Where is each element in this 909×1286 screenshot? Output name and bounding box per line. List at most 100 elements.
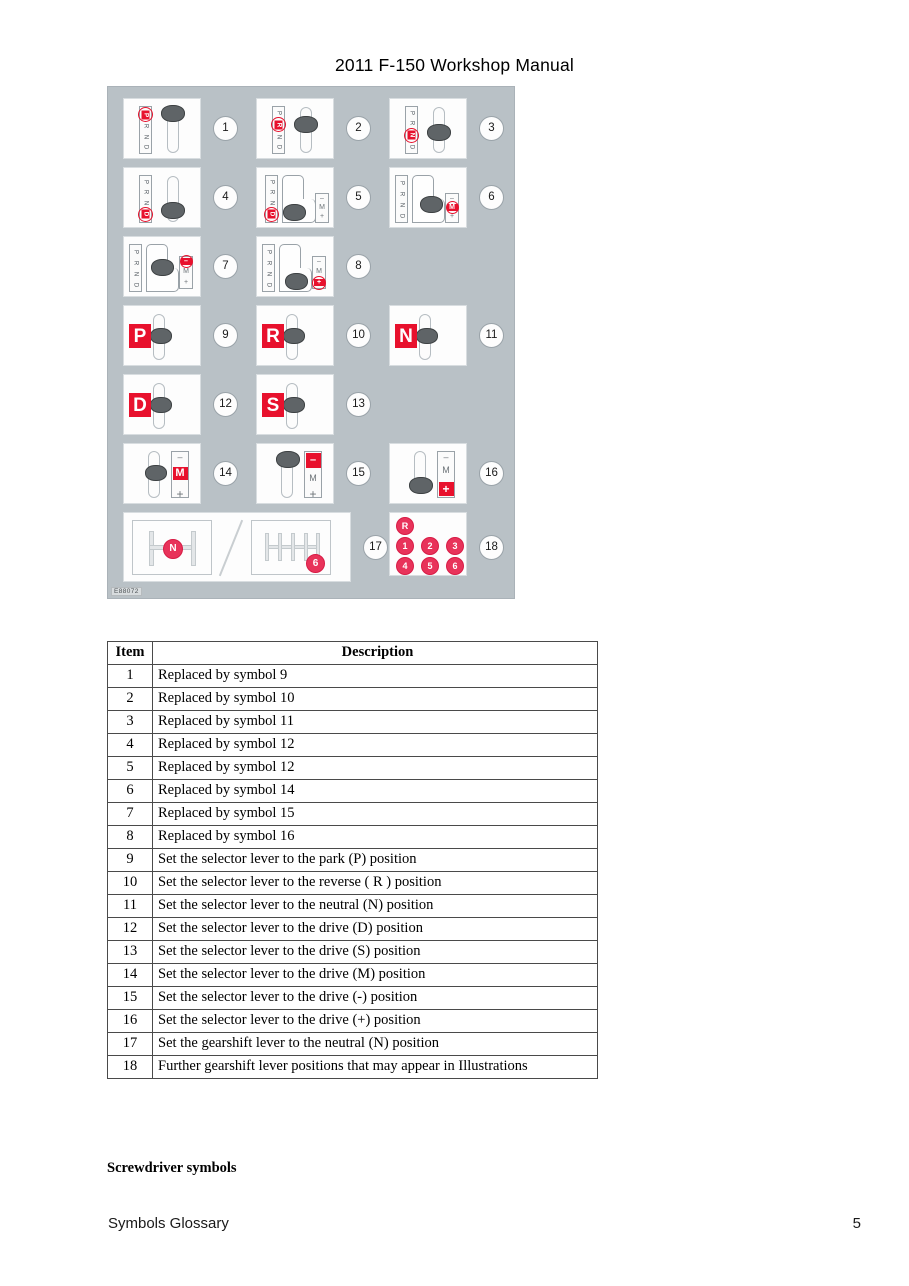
cell-description: Set the gearshift lever to the neutral (… (152, 1032, 598, 1056)
symbol-cell-2: P R N D (256, 98, 334, 159)
lever-knob (150, 397, 172, 413)
cell-description: Replaced by symbol 12 (152, 756, 598, 780)
callout-16: 16 (479, 461, 504, 486)
gear-badge-6: 6 (446, 557, 464, 575)
lever-knob (420, 196, 443, 213)
lever-knob (150, 328, 172, 344)
plus-symbol-icon: + (176, 487, 184, 501)
minus-symbol-icon: – (320, 195, 324, 202)
callout-10: 10 (346, 323, 371, 348)
callout-17: 17 (363, 535, 388, 560)
gate-strip: P R N D (271, 106, 286, 154)
callout-8: 8 (346, 254, 371, 279)
manual-symbol-icon: M (319, 203, 325, 211)
callout-14: 14 (213, 461, 238, 486)
manual-symbol-icon: M (309, 472, 317, 483)
symbol-cell-12: D (123, 374, 201, 435)
cell-description: Replaced by symbol 12 (152, 733, 598, 757)
cell-item: 13 (107, 940, 153, 964)
gate-letter-n: N (132, 271, 139, 276)
manual-mode-strip: – M + (171, 451, 189, 501)
gate-letter-r: R (142, 124, 149, 129)
gate-letter-highlight: R (271, 117, 286, 133)
cell-item: 10 (107, 871, 153, 895)
gate-letter-r: R (265, 260, 272, 265)
gate-line-vertical-right (191, 531, 196, 566)
manual-mode-strip: – M + (445, 193, 459, 223)
gate-strip: P R N D (138, 175, 153, 223)
separator-slash-icon (218, 519, 244, 577)
gate-letter-d: D (265, 282, 272, 287)
highlight-ring-icon (312, 276, 326, 290)
gear-letter-plate-s: S (262, 393, 284, 417)
lever-knob (145, 465, 167, 481)
gate-prong-2 (278, 533, 282, 561)
lever-knob (416, 328, 438, 344)
gate-letter-d: D (142, 144, 149, 150)
cell-item: 15 (107, 986, 153, 1010)
cell-description: Set the selector lever to the drive (-) … (152, 986, 598, 1010)
figure-id-label: E88072 (111, 587, 142, 596)
gate-strip: P R N D (138, 106, 153, 154)
gate-letter-n: N (275, 134, 282, 139)
highlight-ring-icon (271, 117, 286, 133)
gate-letter-highlight: D (264, 206, 279, 222)
gate-strip: P R N D (129, 244, 142, 292)
gear-badge-6: 6 (306, 554, 325, 573)
gate-strip: P R N D (262, 244, 275, 292)
gate-letter-p: P (398, 180, 405, 185)
cell-description: Set the selector lever to the neutral (N… (152, 894, 598, 918)
manual-mode-strip: – M + (315, 193, 329, 223)
gate-prong-3 (291, 533, 295, 561)
callout-18: 18 (479, 535, 504, 560)
callout-6: 6 (479, 185, 504, 210)
symbol-cell-11: N (389, 305, 467, 366)
gate-strip: P R N D (404, 106, 419, 154)
footer-page-number: 5 (852, 1215, 861, 1232)
manual-symbol-icon: M (316, 268, 322, 275)
callout-3: 3 (479, 116, 504, 141)
gate-letter-d: D (408, 144, 415, 150)
symbol-cell-4: P R N D (123, 167, 201, 228)
highlight-ring-icon (445, 200, 459, 214)
lever-knob (283, 204, 306, 221)
symbol-cell-5: P R N D – M + (256, 167, 334, 228)
cell-description: Set the selector lever to the drive (D) … (152, 917, 598, 941)
cell-item: 9 (107, 848, 153, 872)
symbol-cell-14: – M + (123, 443, 201, 504)
callout-1: 1 (213, 116, 238, 141)
gate-letter-n: N (265, 271, 272, 276)
callout-5: 5 (346, 185, 371, 210)
callout-9: 9 (213, 323, 238, 348)
minus-symbol-icon: – (317, 258, 321, 265)
cell-item: 12 (107, 917, 153, 941)
symbol-cell-18: R 1 2 3 4 5 6 (389, 512, 467, 576)
callout-12: 12 (213, 392, 238, 417)
cell-description: Further gearshift lever positions that m… (152, 1055, 598, 1079)
gear-letter-plate-p: P (129, 324, 151, 348)
gate-letter-p: P (408, 111, 415, 116)
symbol-cell-3: P R N D (389, 98, 467, 159)
symbol-cell-17: N 6 (123, 512, 351, 582)
cell-item: 8 (107, 825, 153, 849)
gear-badge-4: 4 (396, 557, 414, 575)
minus-highlight: – (305, 453, 321, 468)
manual-mode-strip: – M + (304, 451, 322, 500)
gear-badge-1: 1 (396, 537, 414, 555)
cell-item: 17 (107, 1032, 153, 1056)
cell-item: 14 (107, 963, 153, 987)
cell-item: 1 (107, 664, 153, 688)
callout-4: 4 (213, 185, 238, 210)
symbol-cell-13: S (256, 374, 334, 435)
cell-item: 6 (107, 779, 153, 803)
